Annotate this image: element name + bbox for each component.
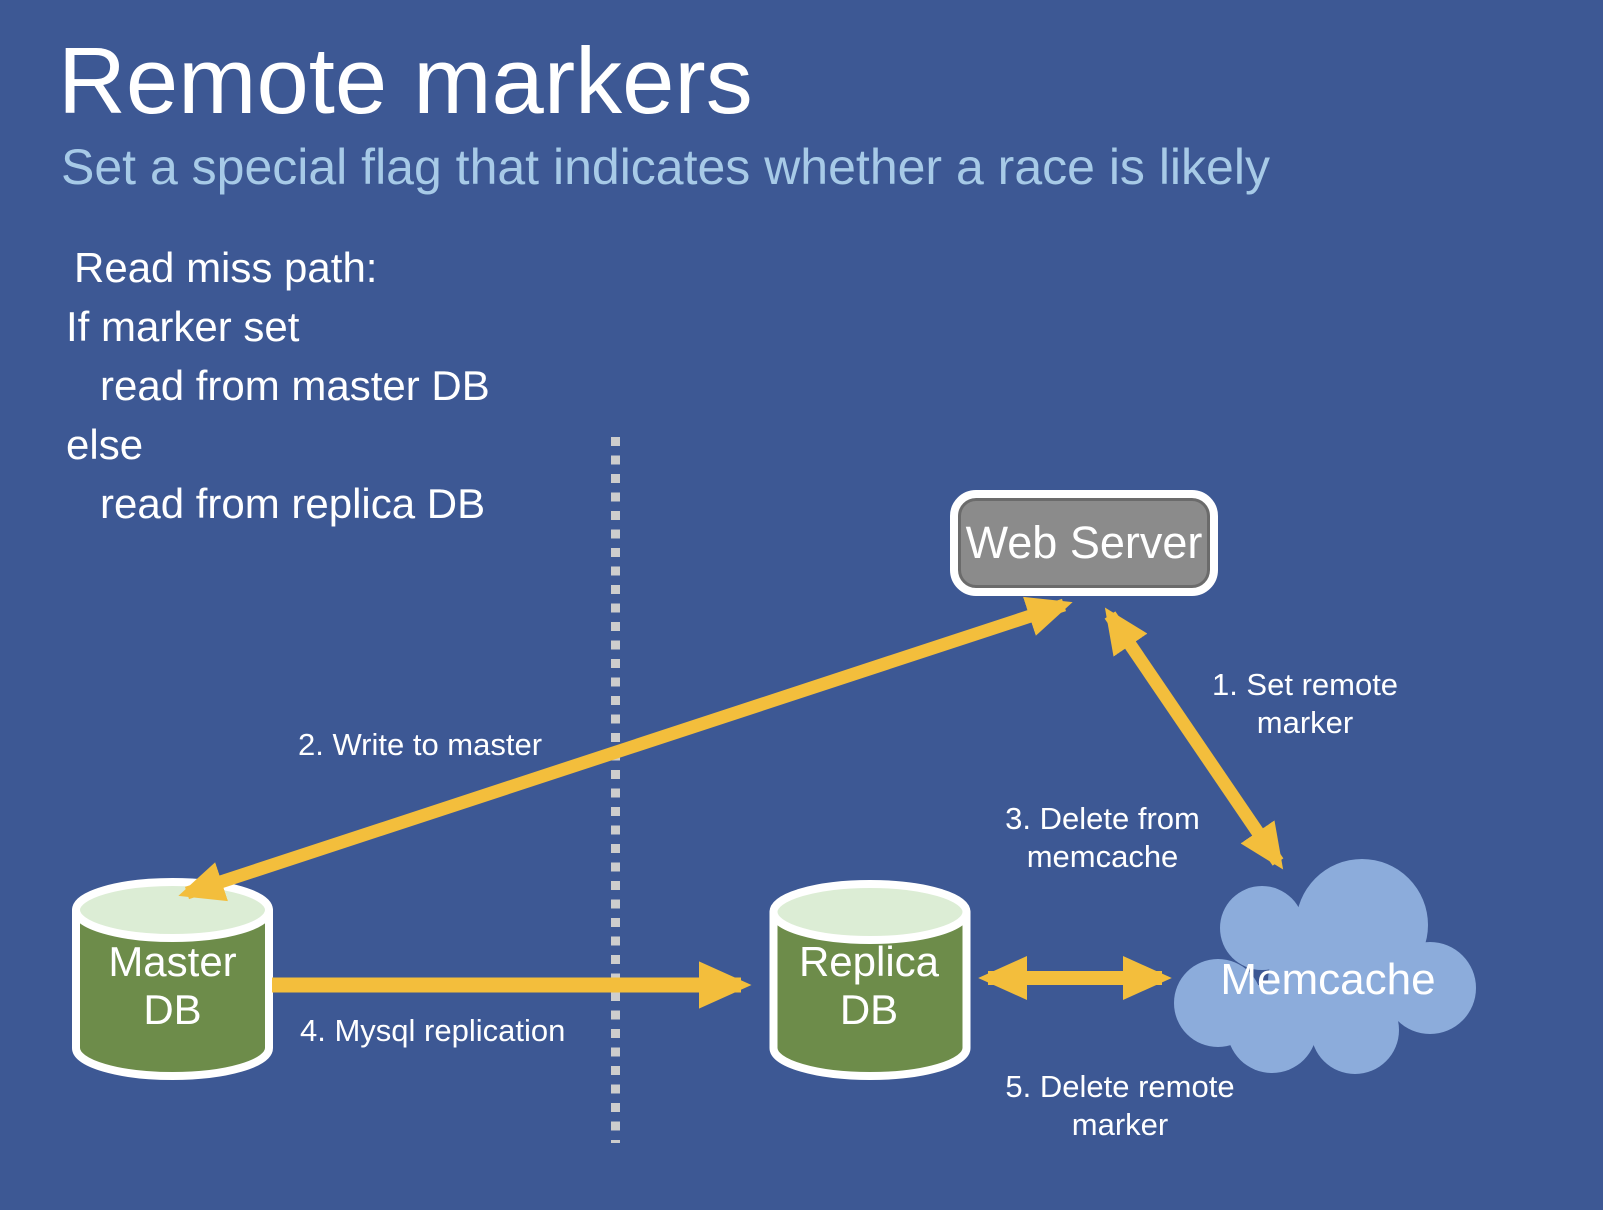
replica-db-body — [769, 908, 971, 1080]
page-title: Remote markers — [58, 28, 753, 133]
replica-db-top — [769, 880, 971, 944]
step-label-line: marker — [1071, 1107, 1169, 1142]
step-label-delete-from-memcache: 3. Delete from memcache — [985, 800, 1220, 876]
web-server-node: Web Server — [950, 490, 1218, 596]
replica-db-label-line1: Replica — [798, 938, 940, 985]
step-label-write-to-master: 2. Write to master — [298, 726, 542, 764]
step-label-mysql-replication: 4. Mysql replication — [300, 1012, 565, 1050]
step-label-set-remote-marker: 1. Set remote marker — [1155, 666, 1455, 742]
replica-db-label-line2: DB — [839, 986, 899, 1033]
pseudocode-line: else — [66, 421, 144, 468]
cloud-lobe — [1268, 920, 1392, 1044]
step-label-line: 1. Set remote — [1211, 667, 1399, 702]
memcache-cloud-icon — [1174, 859, 1476, 1074]
replica-db-label: Replica DB — [768, 938, 970, 1034]
step-label-line: marker — [1256, 705, 1354, 740]
pseudocode-block: Read miss path: If marker set read from … — [66, 238, 490, 533]
pseudocode-line: If marker set — [66, 303, 300, 350]
web-server-label: Web Server — [965, 517, 1203, 568]
master-db-label-line2: DB — [143, 986, 202, 1033]
step-label-line: 3. Delete from — [1005, 801, 1200, 836]
step-label-line: 5. Delete remote — [1005, 1069, 1235, 1104]
master-db-top — [72, 878, 273, 942]
arrow-webserver-memcache — [1104, 607, 1284, 870]
pseudocode-line: read from replica DB — [100, 480, 486, 527]
page-subtitle: Set a special flag that indicates whethe… — [61, 139, 1270, 195]
master-db-label: Master DB — [72, 938, 273, 1034]
arrow-master-db-webserver — [178, 596, 1073, 902]
step-label-line: 4. Mysql replication — [300, 1013, 566, 1048]
step-label-line: 2. Write to master — [298, 727, 543, 762]
master-db-label-line1: Master — [108, 938, 237, 985]
pseudocode-line: Read miss path: — [74, 244, 378, 291]
step-label-line: memcache — [1026, 839, 1179, 874]
step-label-delete-remote-marker: 5. Delete remote marker — [985, 1068, 1255, 1144]
master-db-body — [72, 906, 273, 1080]
cloud-lobe — [1384, 942, 1476, 1034]
pseudocode-line: read from master DB — [100, 362, 490, 409]
memcache-label: Memcache — [1220, 955, 1436, 1004]
